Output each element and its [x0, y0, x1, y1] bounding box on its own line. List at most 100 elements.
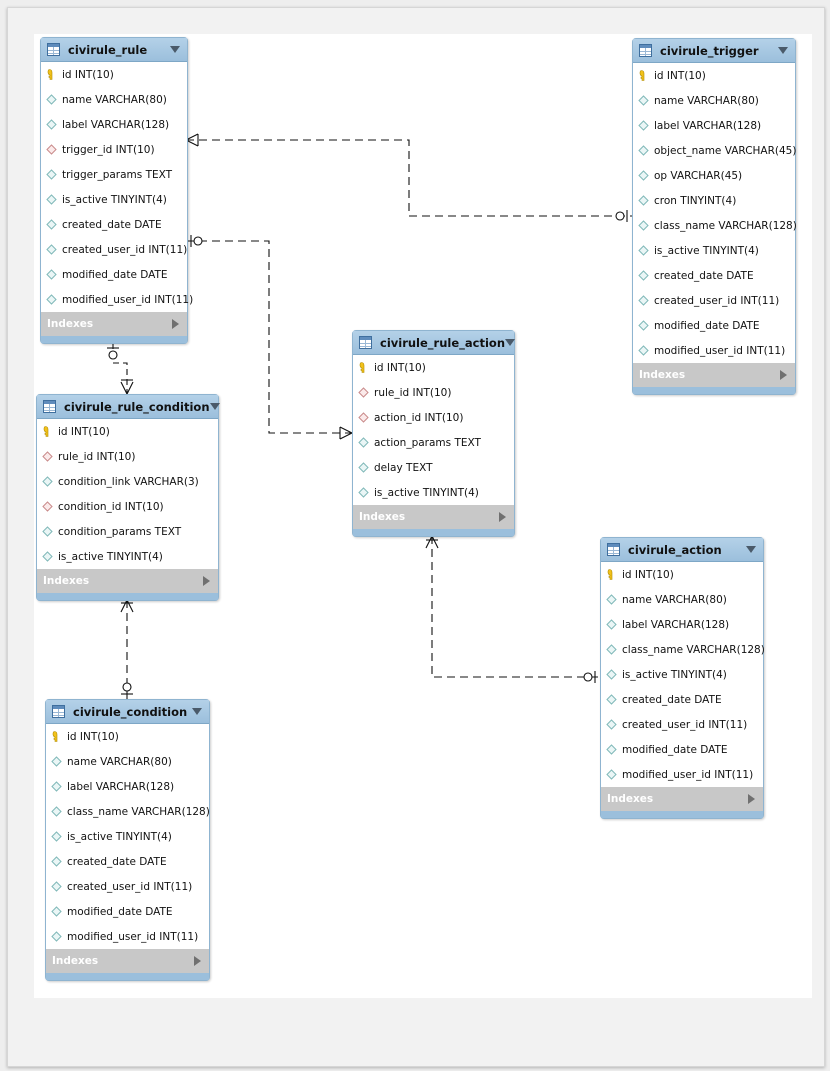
column-row[interactable]: condition_link VARCHAR(3)	[37, 469, 218, 494]
column-row[interactable]: condition_params TEXT	[37, 519, 218, 544]
table-header[interactable]: civirule_rule	[41, 38, 187, 62]
column-row[interactable]: created_date DATE	[633, 263, 795, 288]
table-header[interactable]: civirule_action	[601, 538, 763, 562]
column-row[interactable]: op VARCHAR(45)	[633, 163, 795, 188]
column-row[interactable]: rule_id INT(10)	[37, 444, 218, 469]
chevron-down-icon[interactable]	[778, 47, 788, 54]
chevron-down-icon[interactable]	[192, 708, 202, 715]
column-row[interactable]: id INT(10)	[37, 419, 218, 444]
column-row[interactable]: created_date DATE	[41, 212, 187, 237]
column-diamond-icon	[51, 756, 62, 767]
column-row[interactable]: label VARCHAR(128)	[41, 112, 187, 137]
column-row[interactable]: name VARCHAR(80)	[601, 587, 763, 612]
table-civirule-trigger[interactable]: civirule_trigger id INT(10) name VARCHAR(…	[632, 38, 797, 395]
column-diamond-icon	[46, 269, 57, 280]
column-row[interactable]: object_name VARCHAR(45)	[633, 138, 796, 163]
table-civirule-action[interactable]: civirule_action id INT(10)name VARCHAR(8…	[600, 537, 765, 819]
chevron-down-icon[interactable]	[209, 403, 220, 410]
column-row[interactable]: is_active TINYINT(4)	[41, 187, 187, 212]
column-label: modified_date DATE	[622, 743, 728, 756]
triangle-right-icon[interactable]	[194, 956, 201, 966]
column-row[interactable]: created_user_id INT(11)	[46, 874, 209, 899]
column-row[interactable]: created_user_id INT(11)	[601, 712, 763, 737]
table-header[interactable]: civirule_rule_condition	[37, 395, 220, 419]
column-row[interactable]: cron TINYINT(4)	[633, 188, 795, 213]
column-row[interactable]: id INT(10)	[601, 562, 763, 587]
table-civirule-rule-condition[interactable]: civirule_rule_condition id INT(10)rule_i…	[36, 394, 220, 601]
table-civirule-rule-action[interactable]: civirule_rule_action id INT(10)rule_id I…	[352, 330, 516, 537]
column-row[interactable]: id INT(10)	[46, 724, 209, 749]
table-bottom-band	[41, 336, 187, 343]
column-row[interactable]: modified_date DATE	[41, 262, 187, 287]
column-label: modified_date DATE	[654, 319, 760, 332]
chevron-down-icon[interactable]	[170, 46, 180, 53]
column-list: id INT(10)rule_id INT(10)action_id INT(1…	[353, 355, 514, 505]
column-row[interactable]: label VARCHAR(128)	[633, 113, 795, 138]
column-row[interactable]: class_name VARCHAR(128)	[633, 213, 797, 238]
key-icon	[358, 362, 369, 373]
column-diamond-icon	[51, 881, 62, 892]
foreign-key-diamond-icon	[358, 412, 369, 423]
key-icon	[42, 426, 53, 437]
column-label: name VARCHAR(80)	[654, 94, 759, 107]
column-row[interactable]: is_active TINYINT(4)	[601, 662, 763, 687]
indexes-section[interactable]: Indexes	[353, 505, 514, 529]
indexes-section[interactable]: Indexes	[633, 363, 795, 387]
column-row[interactable]: name VARCHAR(80)	[633, 88, 795, 113]
column-label: modified_user_id INT(11)	[67, 930, 199, 943]
column-row[interactable]: condition_id INT(10)	[37, 494, 218, 519]
column-row[interactable]: name VARCHAR(80)	[41, 87, 187, 112]
column-row[interactable]: class_name VARCHAR(128)	[46, 799, 210, 824]
column-row[interactable]: is_active TINYINT(4)	[353, 480, 514, 505]
table-header[interactable]: civirule_rule_action	[353, 331, 516, 355]
column-row[interactable]: trigger_id INT(10)	[41, 137, 187, 162]
chevron-down-icon[interactable]	[505, 339, 516, 346]
triangle-right-icon[interactable]	[203, 576, 210, 586]
column-row[interactable]: action_params TEXT	[353, 430, 514, 455]
column-row[interactable]: trigger_params TEXT	[41, 162, 187, 187]
column-row[interactable]: id INT(10)	[633, 63, 795, 88]
table-header[interactable]: civirule_condition	[46, 700, 209, 724]
column-row[interactable]: created_user_id INT(11)	[41, 237, 187, 262]
table-header[interactable]: civirule_trigger	[633, 39, 795, 63]
column-row[interactable]: modified_user_id INT(11)	[41, 287, 193, 312]
column-row[interactable]: action_id INT(10)	[353, 405, 514, 430]
column-label: condition_id INT(10)	[58, 500, 164, 513]
indexes-section[interactable]: Indexes	[46, 949, 209, 973]
column-diamond-icon	[358, 462, 369, 473]
column-row[interactable]: is_active TINYINT(4)	[633, 238, 795, 263]
triangle-right-icon[interactable]	[499, 512, 506, 522]
column-row[interactable]: created_user_id INT(11)	[633, 288, 795, 313]
table-civirule-rule[interactable]: civirule_rule id INT(10)name VARCHAR(80)…	[40, 37, 193, 344]
indexes-section[interactable]: Indexes	[601, 787, 763, 811]
column-row[interactable]: rule_id INT(10)	[353, 380, 514, 405]
indexes-section[interactable]: Indexes	[41, 312, 187, 336]
column-label: is_active TINYINT(4)	[58, 550, 163, 563]
indexes-section[interactable]: Indexes	[37, 569, 218, 593]
column-row[interactable]: modified_user_id INT(11)	[46, 924, 209, 949]
column-row[interactable]: label VARCHAR(128)	[46, 774, 209, 799]
column-row[interactable]: modified_user_id INT(11)	[601, 762, 763, 787]
table-civirule-condition[interactable]: civirule_condition id INT(10) name VARCHA…	[45, 699, 210, 981]
column-row[interactable]: is_active TINYINT(4)	[37, 544, 218, 569]
column-row[interactable]: modified_user_id INT(11)	[633, 338, 795, 363]
column-row[interactable]: created_date DATE	[601, 687, 763, 712]
column-label: modified_user_id INT(11)	[654, 344, 786, 357]
column-row[interactable]: id INT(10)	[41, 62, 187, 87]
column-row[interactable]: modified_date DATE	[46, 899, 209, 924]
column-label: id INT(10)	[67, 730, 119, 743]
column-row[interactable]: modified_date DATE	[633, 313, 795, 338]
column-row[interactable]: id INT(10)	[353, 355, 514, 380]
column-row[interactable]: name VARCHAR(80)	[46, 749, 209, 774]
indexes-label: Indexes	[359, 511, 406, 523]
column-row[interactable]: class_name VARCHAR(128)	[601, 637, 765, 662]
triangle-right-icon[interactable]	[748, 794, 755, 804]
column-row[interactable]: delay TEXT	[353, 455, 514, 480]
chevron-down-icon[interactable]	[746, 546, 756, 553]
column-row[interactable]: label VARCHAR(128)	[601, 612, 763, 637]
column-row[interactable]: created_date DATE	[46, 849, 209, 874]
triangle-right-icon[interactable]	[780, 370, 787, 380]
column-row[interactable]: modified_date DATE	[601, 737, 763, 762]
column-row[interactable]: is_active TINYINT(4)	[46, 824, 209, 849]
triangle-right-icon[interactable]	[172, 319, 179, 329]
